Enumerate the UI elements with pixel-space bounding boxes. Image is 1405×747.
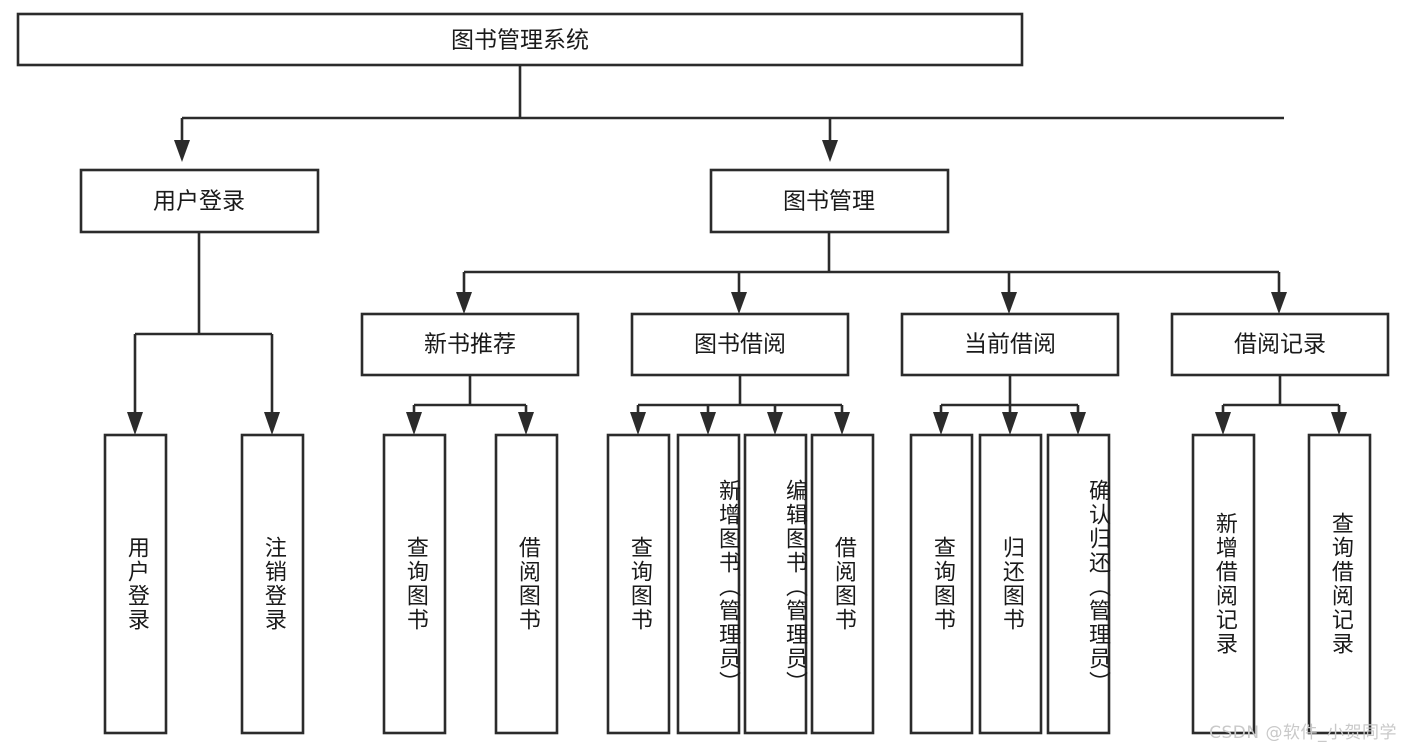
node-borrow-record-label: 借阅记录 xyxy=(1234,332,1326,358)
leaf-box-book-borrow-2[interactable] xyxy=(743,433,808,735)
node-book-borrow[interactable]: 图书借阅 xyxy=(630,312,850,377)
connector-new-book-recommend-to-leaves xyxy=(406,375,534,435)
connector-book-management-to-level3 xyxy=(456,232,1287,314)
leaf-box-current-borrow-1[interactable] xyxy=(978,433,1043,735)
connector-user-login-to-leaves xyxy=(127,232,280,435)
node-root[interactable]: 图书管理系统 xyxy=(16,12,1024,67)
connector-current-borrow-to-leaves xyxy=(933,375,1086,435)
node-new-book-recommend-label: 新书推荐 xyxy=(424,332,516,358)
leaf-box-user-login-0[interactable] xyxy=(103,433,168,735)
leaf-box-book-borrow-3[interactable] xyxy=(810,433,875,735)
leaf-box-user-login-1[interactable] xyxy=(240,433,305,735)
node-root-box xyxy=(16,12,1024,67)
node-new-book-recommend[interactable]: 新书推荐 xyxy=(360,312,580,377)
node-current-borrow[interactable]: 当前借阅 xyxy=(900,312,1120,377)
leaf-box-current-borrow-2[interactable] xyxy=(1046,433,1111,735)
leaf-box-current-borrow-0[interactable] xyxy=(909,433,974,735)
node-book-management-label: 图书管理 xyxy=(783,189,875,215)
leaf-box-borrow-record-0[interactable] xyxy=(1191,433,1256,735)
leaf-box-book-borrow-0[interactable] xyxy=(606,433,671,735)
node-user-login-label: 用户登录 xyxy=(153,189,245,215)
connector-book-borrow-to-leaves xyxy=(630,375,850,435)
node-book-management[interactable]: 图书管理 xyxy=(709,168,950,234)
leaf-box-new-book-recommend-0[interactable] xyxy=(382,433,447,735)
node-root-label: 图书管理系统 xyxy=(451,28,589,54)
connector-root-to-level2 xyxy=(174,65,1284,162)
leaf-box-borrow-record-1[interactable] xyxy=(1307,433,1372,735)
node-new-book-recommend-box xyxy=(360,312,580,377)
node-current-borrow-label: 当前借阅 xyxy=(964,332,1056,358)
node-book-borrow-label: 图书借阅 xyxy=(694,332,786,358)
node-user-login-box xyxy=(79,168,320,234)
csdn-watermark: CSDN @软件_小贺同学 xyxy=(1209,723,1397,743)
node-borrow-record[interactable]: 借阅记录 xyxy=(1170,312,1390,377)
node-user-login[interactable]: 用户登录 xyxy=(79,168,320,234)
leaf-box-book-borrow-1[interactable] xyxy=(676,433,741,735)
leaf-box-new-book-recommend-1[interactable] xyxy=(494,433,559,735)
connector-borrow-record-to-leaves xyxy=(1215,375,1347,435)
node-current-borrow-box xyxy=(900,312,1120,377)
